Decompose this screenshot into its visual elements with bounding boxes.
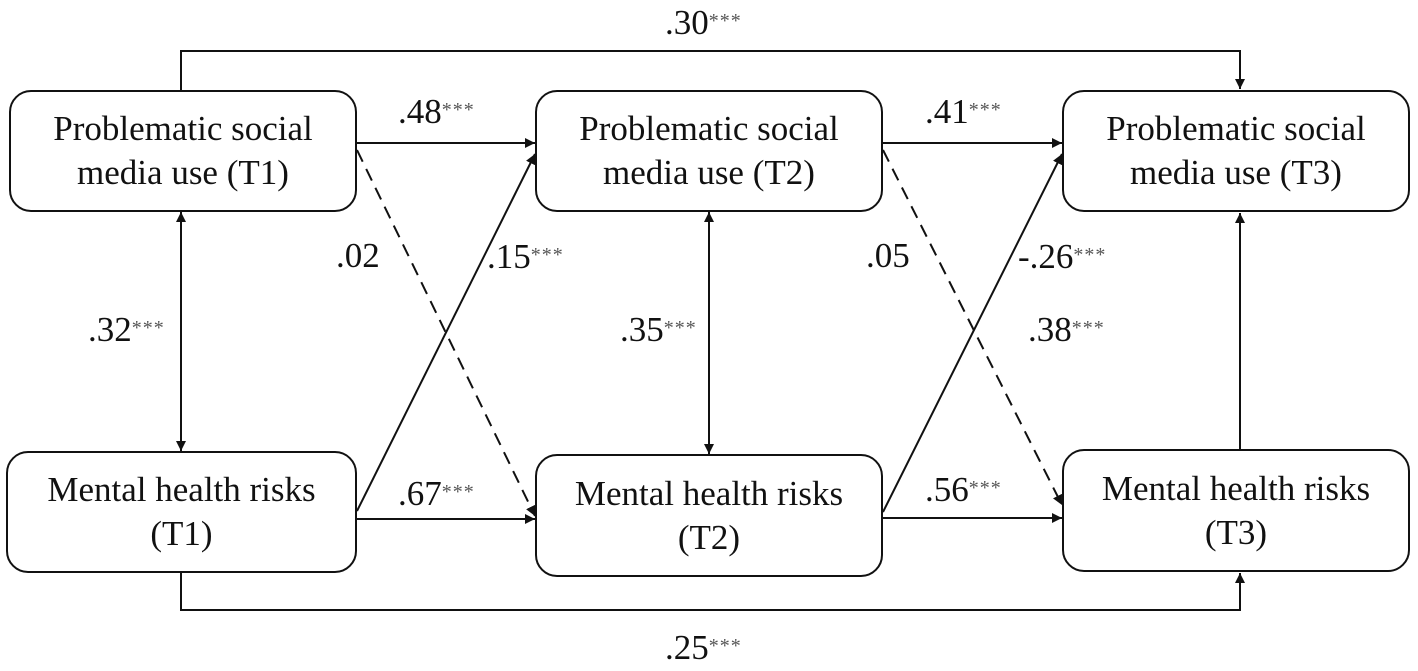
- coef-value: .15: [487, 237, 531, 276]
- coef-cov-t1: .32***: [88, 310, 165, 350]
- node-mhr-t3: Mental health risks(T3): [1062, 449, 1410, 572]
- significance-stars: ***: [708, 10, 742, 32]
- coef-value: -.26: [1018, 237, 1074, 276]
- arrow-mhr-t2-to-psmu-t3: [882, 153, 1063, 513]
- coef-value: .48: [398, 92, 442, 131]
- significance-stars: ***: [441, 99, 475, 121]
- node-psmu-t3: Problematic social media use (T3): [1062, 90, 1410, 212]
- coef-value: .30: [665, 3, 709, 42]
- coef-mhr-t1-to-psmu-t2: .15***: [487, 237, 564, 277]
- coef-mhr-t2-to-psmu-t3: -.26***: [1018, 237, 1106, 277]
- coef-value: .02: [336, 236, 380, 275]
- significance-stars: ***: [131, 317, 165, 339]
- significance-stars: ***: [968, 477, 1002, 499]
- node-label-line2: (T3): [1204, 512, 1268, 552]
- significance-stars: ***: [708, 635, 742, 657]
- node-mhr-t1: Mental health risks (T1): [6, 451, 357, 573]
- node-psmu-t2: Problematic social media use (T2): [535, 90, 883, 212]
- coef-mhr-t1-to-mhr-t3: .25***: [665, 628, 742, 668]
- coef-mhr-t2-to-mhr-t3: .56***: [925, 470, 1002, 510]
- coef-cov-t2: .35***: [620, 310, 697, 350]
- coef-mhr-t1-to-mhr-t2: .67***: [398, 474, 475, 514]
- node-mhr-t2: Mental health risks(T2): [535, 454, 883, 577]
- coef-value: .05: [866, 236, 910, 275]
- arrow-mhr-t1-to-mhr-t3: [180, 573, 1245, 611]
- coef-psmu-t1-to-mhr-t2: .02: [336, 236, 380, 276]
- coef-value: .32: [88, 310, 132, 349]
- coef-cov-t3: .38***: [1028, 310, 1105, 350]
- significance-stars: ***: [663, 317, 697, 339]
- node-label-line2: (T2): [677, 517, 741, 557]
- coef-psmu-t2-to-mhr-t3: .05: [866, 236, 910, 276]
- significance-stars: ***: [1071, 317, 1105, 339]
- significance-stars: ***: [530, 244, 564, 266]
- node-label-line1: Problematic social: [579, 109, 839, 148]
- node-label-line1: Problematic social: [53, 109, 313, 148]
- arrow-psmu-t2-to-mhr-t3: [882, 149, 1063, 506]
- significance-stars: ***: [1073, 244, 1107, 266]
- significance-stars: ***: [441, 481, 475, 503]
- significance-stars: ***: [968, 99, 1002, 121]
- coef-psmu-t1-to-psmu-t2: .48***: [398, 92, 475, 132]
- node-label-line2: media use (T3): [1130, 153, 1342, 192]
- coef-value: .56: [925, 470, 969, 509]
- arrow-psmu-t1-to-mhr-t2: [356, 149, 536, 517]
- node-psmu-t1: Problematic social media use (T1): [9, 90, 357, 212]
- node-label-line1: Problematic social: [1106, 109, 1366, 148]
- arrow-psmu-t1-to-psmu-t3: [180, 50, 1245, 90]
- coef-psmu-t2-to-psmu-t3: .41***: [925, 92, 1002, 132]
- coef-value: .67: [398, 474, 442, 513]
- coef-psmu-t1-to-psmu-t3: .30***: [665, 3, 742, 43]
- coef-value: .41: [925, 92, 969, 131]
- arrow-mhr-t1-to-psmu-t2: [356, 153, 536, 512]
- node-label-line1: Mental health risks: [47, 470, 316, 509]
- coef-value: .25: [665, 628, 709, 667]
- node-label-line1: Mental health risks: [574, 473, 844, 513]
- node-label-line2: media use (T1): [77, 153, 289, 192]
- coef-value: .38: [1028, 310, 1072, 349]
- coef-value: .35: [620, 310, 664, 349]
- node-label-line1: Mental health risks: [1101, 468, 1371, 508]
- node-label-line2: media use (T2): [603, 153, 815, 192]
- node-label-line2: (T1): [150, 514, 213, 553]
